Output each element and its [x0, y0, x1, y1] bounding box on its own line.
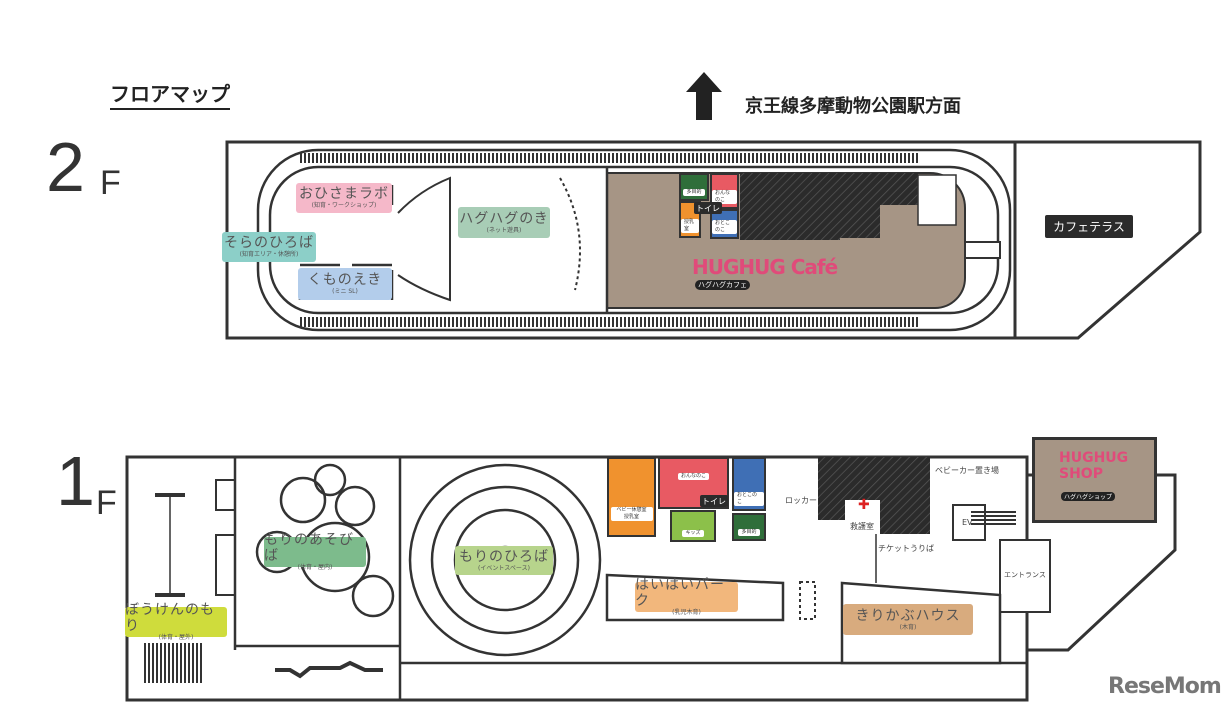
- area-kumono-eki[interactable]: くものえき(ミニ SL): [298, 268, 392, 300]
- area-name: くものえき: [307, 272, 383, 288]
- area-mori-hiroba[interactable]: もりのひろば(イベントスペース): [455, 546, 553, 575]
- area-ohisama-lab[interactable]: おひさまラボ(知育・ワークショップ): [296, 183, 392, 213]
- restroom-label: おとこのこ: [712, 220, 737, 234]
- restroom-label: 授乳室: [681, 219, 699, 233]
- area-sub: (イベントスペース): [478, 564, 530, 572]
- restroom-boys-2f: おとこのこ: [710, 209, 739, 239]
- restroom-boys-1f: おとこのこ: [732, 457, 766, 511]
- restroom-kids-1f: キッズ: [670, 510, 716, 542]
- area-sub: (知育エリア・休憩所): [239, 251, 299, 258]
- stroller-parking-label: ベビーカー置き場: [935, 466, 999, 475]
- entrance-label[interactable]: エントランス: [1004, 571, 1046, 579]
- area-name: そらのひろば: [224, 235, 314, 251]
- area-haihai-park[interactable]: はいはいパーク(乳児木育): [635, 577, 738, 616]
- restroom-label: おとこのこ: [734, 492, 764, 506]
- area-sub: (知育・ワークショップ): [311, 202, 377, 209]
- restroom-multipurpose-1f: 多目的: [732, 513, 766, 541]
- hughug-cafe-logo: HUGHUG Café: [692, 255, 838, 279]
- floor2-outline: [225, 140, 1202, 340]
- floor1-number: 1: [56, 442, 95, 520]
- restroom-label: ベビー休憩室 授乳室: [610, 507, 653, 521]
- area-sub: (乳児木育): [672, 609, 701, 616]
- elevator-label: EV: [962, 518, 973, 527]
- area-kirikabu-house[interactable]: きりかぶハウス(木育): [843, 604, 973, 635]
- ticket-counter-label: チケットうりば: [878, 544, 934, 553]
- restroom-label: 多目的: [683, 189, 705, 196]
- shop-logo-sub: ハグハグショップ: [1061, 492, 1116, 501]
- area-sub: (体育・屋外): [158, 634, 194, 641]
- area-name: ハグハグのき: [459, 210, 549, 227]
- first-aid-label: 救護室: [850, 522, 874, 531]
- shop-logo-top: HUGHUG SHOP: [1059, 450, 1129, 482]
- floor1-f: F: [96, 484, 117, 522]
- floor2-number: 2: [46, 128, 85, 206]
- restroom-girls-1f: おんなのこ: [658, 457, 729, 509]
- area-sora-hiroba[interactable]: そらのひろば(知育エリア・休憩所): [222, 232, 316, 262]
- area-name: ぼうけんのもり: [125, 602, 215, 634]
- area-name: もりのあそびば: [264, 532, 354, 564]
- area-sub: (ネット遊具): [486, 226, 522, 234]
- locker-label: ロッカー: [785, 496, 817, 505]
- direction-label: 京王線多摩動物公園駅方面: [745, 96, 961, 117]
- toilet-label-2f: トイレ: [694, 202, 722, 214]
- restroom-label: おんなのこ: [677, 473, 709, 480]
- restroom-multipurpose-2f: 多目的: [679, 173, 709, 201]
- baby-room-1f: ベビー休憩室 授乳室: [607, 457, 656, 537]
- floor2-f: F: [100, 164, 121, 202]
- hughug-shop: HUGHUG SHOP ハグハグショップ: [1032, 437, 1157, 523]
- arrow-up-icon: [686, 72, 722, 120]
- hughug-cafe-logo-sub: ハグハグカフェ: [695, 280, 750, 290]
- page-title: フロアマップ: [110, 78, 230, 110]
- cafe-terrace-label: カフェテラス: [1045, 215, 1133, 238]
- area-bouken-mori[interactable]: ぼうけんのもり(体育・屋外): [125, 602, 227, 641]
- area-sub: (木育): [899, 623, 917, 631]
- watermark: ReseMom: [1108, 674, 1221, 699]
- toilet-label-1f: トイレ: [700, 495, 728, 507]
- restroom-label: おんなのこ: [712, 190, 737, 204]
- area-name: きりかぶハウス: [855, 607, 961, 624]
- first-aid-cross-icon: ✚: [858, 497, 870, 513]
- area-mori-asobiba[interactable]: もりのあそびば(体育・屋内): [264, 532, 366, 571]
- area-hughug-tree[interactable]: ハグハグのき(ネット遊具): [458, 207, 550, 238]
- area-sub: (体育・屋内): [297, 564, 333, 571]
- area-name: おひさまラボ: [299, 186, 389, 202]
- area-sub: (ミニ SL): [332, 288, 358, 295]
- floor1-outline: [125, 455, 1177, 702]
- area-name: はいはいパーク: [635, 577, 725, 609]
- restroom-label: 多目的: [738, 529, 760, 536]
- area-name: もりのひろば: [459, 548, 549, 565]
- restroom-label: キッズ: [682, 530, 704, 537]
